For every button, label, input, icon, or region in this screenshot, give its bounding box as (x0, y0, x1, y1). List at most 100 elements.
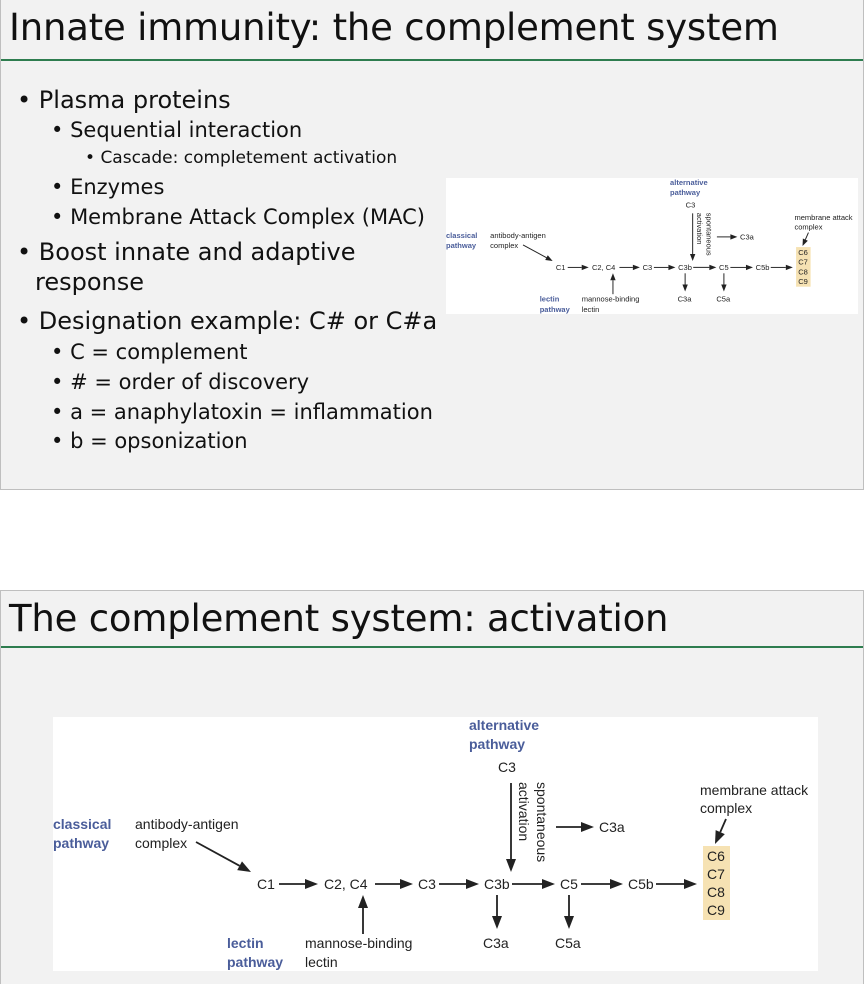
classical-pathway-label: classical (53, 816, 111, 832)
c3-top-node: C3 (686, 200, 696, 209)
c3a-bottom-node: C3a (678, 295, 693, 304)
membrane-attack-complex-label: membrane attack (794, 213, 852, 222)
slide-2-title: The complement system: activation (9, 597, 669, 640)
c2c4-node: C2, C4 (324, 876, 368, 892)
lectin-pathway-label: lectin (227, 935, 264, 951)
c3-node: C3 (643, 263, 653, 272)
antibody-antigen-complex-label: complex (135, 835, 187, 851)
bullet-item: • Designation example: C# or C#a (17, 307, 438, 335)
c3-top-node: C3 (498, 759, 516, 775)
spontaneous-activation-label: activation (695, 213, 704, 245)
c3b-node: C3b (678, 263, 692, 272)
arrow-c3-to-c3b-vertical (689, 213, 696, 261)
antibody-antigen-complex-label: complex (490, 241, 518, 250)
c8-node: C8 (798, 267, 808, 276)
c9-node: C9 (798, 277, 808, 286)
antibody-antigen-complex-label: antibody-antigen (135, 816, 239, 832)
mannose-binding-lectin-label: lectin (305, 954, 338, 970)
bullet-item-continuation: response (35, 268, 145, 296)
c7-node: C7 (707, 866, 725, 882)
c5b-node: C5b (628, 876, 654, 892)
c3a-bottom-node: C3a (483, 935, 509, 951)
alternative-pathway-label: pathway (469, 736, 525, 752)
c5-node: C5 (560, 876, 578, 892)
arrow-c5-to-c5a (564, 895, 574, 929)
arrow-c2c4-to-c3 (619, 264, 640, 271)
bullet-item: • Plasma proteins (17, 86, 231, 114)
arrow-to-c3a-side (556, 822, 594, 832)
lectin-pathway-label: lectin (540, 295, 560, 304)
complement-diagram: alternative pathway classical pathway lectin… (53, 717, 818, 971)
mac-highlight-box (796, 247, 811, 287)
bullet-item: • Boost innate and adaptive (17, 238, 356, 266)
c9-node: C9 (707, 902, 725, 918)
c5a-bottom-node: C5a (555, 935, 581, 951)
arrow-c1-to-c2c4 (279, 879, 318, 889)
bullet-item: • Sequential interaction (51, 118, 303, 142)
c2c4-node: C2, C4 (592, 263, 615, 272)
mannose-binding-lectin-label: lectin (582, 305, 600, 314)
arrow-classical-to-c1 (195, 841, 251, 872)
bullet-item: • Cascade: completement activation (85, 148, 398, 168)
slide-1-title: Innate immunity: the complement system (9, 6, 779, 49)
arrow-lectin-to-c2c4 (610, 273, 616, 295)
c5a-bottom-node: C5a (716, 295, 731, 304)
arrow-c3-to-c3b-vertical (506, 783, 516, 872)
title-rule (1, 646, 863, 648)
arrow-c5-to-c5b (581, 879, 623, 889)
c5b-node: C5b (756, 263, 770, 272)
c3b-node: C3b (484, 876, 510, 892)
c1-node: C1 (257, 876, 275, 892)
bullet-item: • b = opsonization (51, 429, 248, 453)
alternative-pathway-label: alternative (469, 717, 539, 733)
spontaneous-activation-label: spontaneous (705, 213, 714, 256)
classical-pathway-label: pathway (446, 241, 477, 250)
slide-1: Innate immunity: the complement system •… (0, 0, 864, 490)
c3-node: C3 (418, 876, 436, 892)
arrow-c5b-to-mac (656, 879, 697, 889)
mannose-binding-lectin-label: mannose-binding (305, 935, 412, 951)
arrow-c1-to-c2c4 (567, 264, 589, 271)
arrow-c5b-to-mac (770, 264, 793, 271)
arrow-c3-to-c3b (439, 879, 479, 889)
bullet-item: • # = order of discovery (51, 370, 310, 394)
classical-pathway-label: classical (446, 231, 477, 240)
arrow-to-c3a-side (716, 234, 738, 240)
arrow-c3b-to-c5 (693, 264, 717, 271)
c8-node: C8 (707, 884, 725, 900)
alternative-pathway-label: alternative (670, 178, 708, 187)
bullet-item: • Enzymes (51, 175, 165, 199)
mannose-binding-lectin-label: mannose-binding (582, 295, 640, 304)
bullet-item: • C = complement (51, 340, 248, 364)
slide-2: The complement system: activation altern… (0, 590, 864, 984)
arrow-c3-to-c3b (653, 264, 676, 271)
mac-highlight-box (703, 846, 730, 920)
lectin-pathway-label: pathway (540, 305, 571, 314)
arrow-c5-to-c5a (721, 273, 727, 292)
c3a-side-node: C3a (740, 233, 755, 242)
alternative-pathway-label: pathway (670, 188, 701, 197)
classical-pathway-label: pathway (53, 835, 109, 851)
membrane-attack-complex-label: complex (794, 222, 822, 231)
arrow-classical-to-c1 (522, 244, 553, 261)
arrow-mac-label-to-box (802, 232, 809, 246)
arrow-c3b-to-c3a (682, 273, 688, 292)
bullet-item: • a = anaphylatoxin = inflammation (51, 400, 433, 424)
bullet-item: • Membrane Attack Complex (MAC) (51, 205, 425, 229)
arrow-c5-to-c5b (730, 264, 753, 271)
c6-node: C6 (798, 248, 808, 257)
arrow-lectin-to-c2c4 (358, 895, 368, 934)
c6-node: C6 (707, 848, 725, 864)
arrow-mac-label-to-box (715, 818, 727, 844)
c1-node: C1 (556, 263, 566, 272)
arrow-c3b-to-c3a (492, 895, 502, 929)
c5-node: C5 (719, 263, 729, 272)
arrow-c2c4-to-c3 (375, 879, 413, 889)
lectin-pathway-label: pathway (227, 954, 283, 970)
spontaneous-activation-label: spontaneous (534, 782, 550, 862)
antibody-antigen-complex-label: antibody-antigen (490, 231, 546, 240)
title-rule (1, 59, 863, 61)
c3a-side-node: C3a (599, 819, 625, 835)
arrow-c3b-to-c5 (512, 879, 555, 889)
